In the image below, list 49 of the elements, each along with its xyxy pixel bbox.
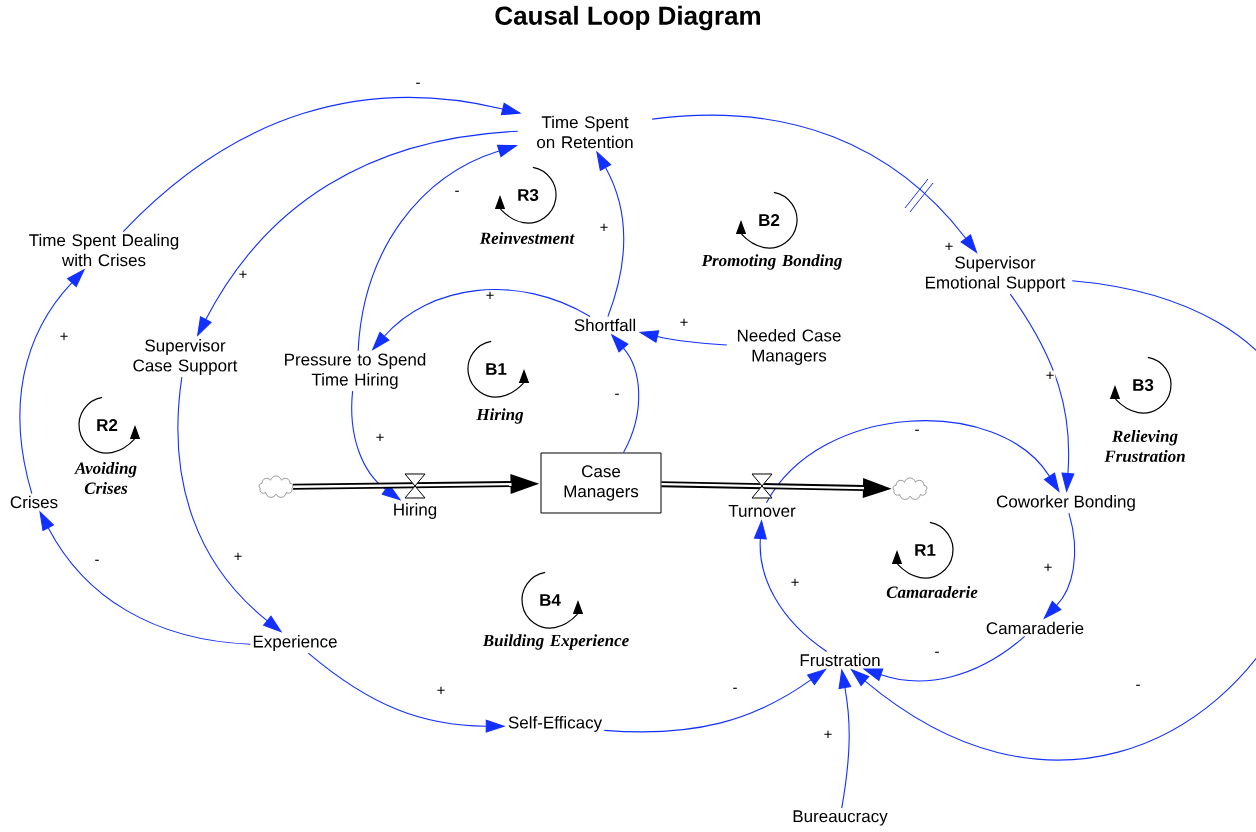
variable-label: Time Spent Dealing with Crises <box>29 233 179 267</box>
edge-label: + <box>678 317 690 329</box>
loop-name: Relieving Frustration <box>1104 430 1185 462</box>
edge-label: - <box>933 650 941 658</box>
variable-label: Self-Efficacy <box>508 716 603 732</box>
flow-rate-label: Hiring <box>394 503 437 519</box>
edge-label: + <box>237 269 249 281</box>
edge-label: + <box>435 685 447 697</box>
edge-label: - <box>453 189 461 197</box>
title: Causal Loop Diagram <box>495 5 760 31</box>
edge-label: + <box>822 729 834 741</box>
edge-label: + <box>943 241 955 253</box>
variable-label: Needed Case Managers <box>737 329 841 365</box>
variable-label: Shortfall <box>574 318 636 332</box>
variable-label: Experience <box>253 635 337 651</box>
loop-name: Promoting Bonding <box>701 254 842 270</box>
variable-label: Supervisor Emotional Support <box>926 256 1066 292</box>
variable-label: Supervisor Case Support <box>133 339 238 375</box>
variable-label: Frustration <box>800 653 880 667</box>
edge-label: + <box>598 222 610 234</box>
loop-name: Building Experience <box>482 634 629 650</box>
edge-label: - <box>414 81 422 89</box>
loop-name: Reinvestment <box>479 232 575 244</box>
edge-label: + <box>374 432 386 444</box>
loop-name: Hiring <box>476 408 524 424</box>
variable-label: Pressure to Spend Time Hiring <box>285 353 426 389</box>
edge-label: + <box>58 331 70 343</box>
variable-label: Coworker Bonding <box>996 495 1135 511</box>
cloud-symbol <box>258 475 294 498</box>
variable-label: Camaraderie <box>986 621 1084 635</box>
edge-label: + <box>232 551 244 563</box>
variable-label: Bureaucracy <box>793 810 888 826</box>
edge-label: + <box>484 290 496 302</box>
cloud-symbol <box>892 477 928 500</box>
loop-name: Camaraderie <box>886 586 978 598</box>
variable-label: Time Spent on Retention <box>537 115 633 149</box>
edge-label: + <box>1042 562 1054 574</box>
variable-label: Crises <box>10 495 58 509</box>
stock-box: Case Managers <box>540 452 662 514</box>
edge-label: - <box>913 428 921 436</box>
edge-label: - <box>93 558 101 566</box>
edge-label: + <box>789 577 801 589</box>
edge-label: - <box>613 392 621 400</box>
edge-label: + <box>1044 370 1056 382</box>
edge-label: - <box>731 686 739 694</box>
edge-label: - <box>1134 683 1142 691</box>
arrow <box>765 420 1060 504</box>
loop-name: Avoiding Crises <box>74 462 137 494</box>
flow-rate-label: Turnover <box>728 505 796 517</box>
